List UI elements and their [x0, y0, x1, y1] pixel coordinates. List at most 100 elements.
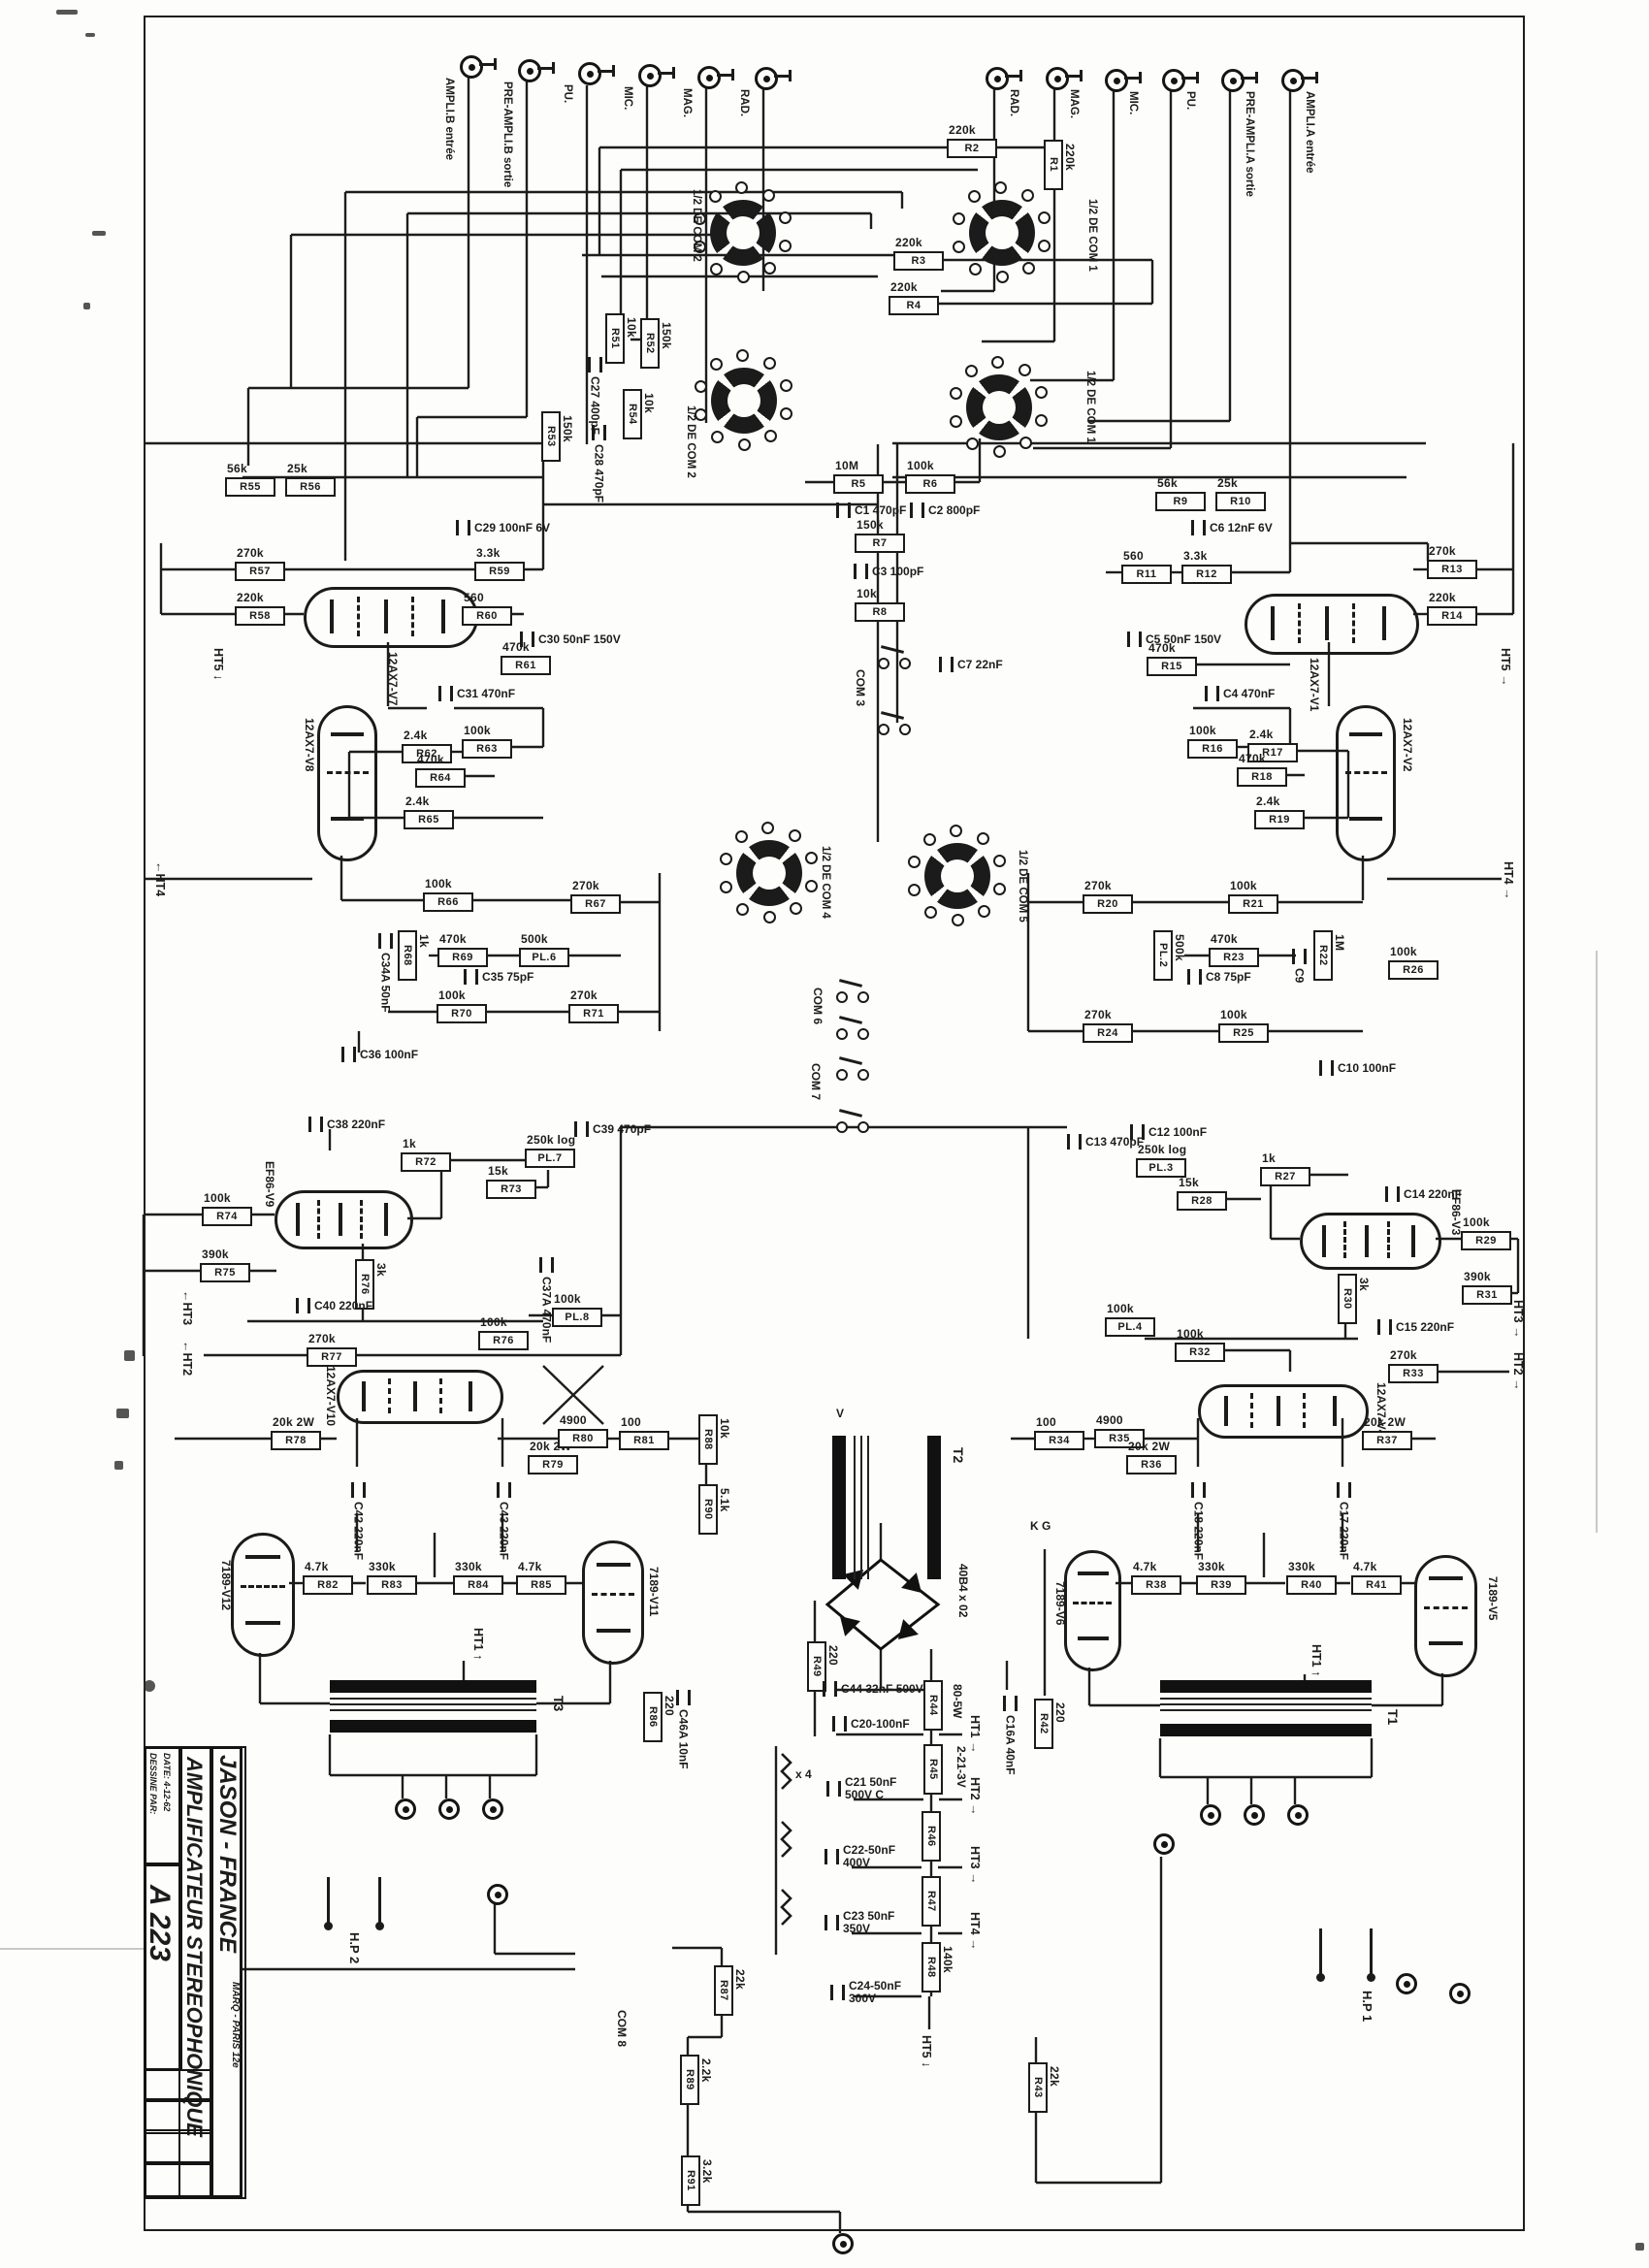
tube-7189-v12 — [231, 1533, 295, 1657]
resistor-r86-value: 220 — [663, 1696, 676, 1716]
resistor-r17-value: 2.4k — [1249, 728, 1274, 741]
resistor-r38: R38 — [1131, 1575, 1181, 1595]
pot-pl-3: PL.3 — [1136, 1158, 1186, 1178]
connector-mag--tbar2 — [731, 69, 734, 81]
connector-pu--tbar2 — [1196, 72, 1199, 83]
resistor-r67: R67 — [570, 894, 621, 914]
cap-c39: C39 470pF — [574, 1121, 651, 1137]
pot-pl-7: PL.7 — [525, 1149, 575, 1168]
cap-c29: C29 100nF 6V — [456, 520, 550, 535]
jack-terminal — [482, 1798, 503, 1820]
resistor-r24-value: 270k — [1084, 1008, 1112, 1021]
resistor-r17: R17 — [1247, 743, 1298, 762]
resistor-r68-value: 1k — [417, 934, 431, 948]
rotary-switch-1-2-de-com-5 — [901, 820, 1014, 932]
title-block-rev-row — [144, 2161, 213, 2199]
tube-12ax7-v4 — [1198, 1384, 1369, 1439]
rotary-switch-label: 1/2 DE COM 2 — [685, 405, 696, 478]
resistor-r59: R59 — [474, 562, 525, 581]
jack-terminal — [832, 2233, 854, 2254]
resistor-r56-value: 25k — [287, 462, 307, 475]
title-block-company-sub: MARQ - PARIS 12e — [230, 1982, 241, 2068]
resistor-r1-value: 220k — [1063, 144, 1077, 171]
resistor-r26: R26 — [1388, 960, 1439, 980]
scan-crease — [1596, 951, 1598, 1533]
resistor-r56: R56 — [285, 477, 336, 497]
resistor-r14: R14 — [1427, 606, 1477, 626]
resistor-r32: R32 — [1175, 1343, 1225, 1362]
cap-c34a: C34A 50nF — [378, 933, 393, 1013]
resistor-r90-value: 5.1k — [718, 1488, 731, 1512]
transformer-t1-core — [1160, 1680, 1372, 1693]
connector-rad- — [986, 67, 1009, 90]
connector-mag--tbar2 — [1080, 70, 1083, 81]
connector-pre-ampli-a-sortie-tbar — [1241, 77, 1256, 80]
resistor-r66: R66 — [423, 892, 473, 912]
resistor-r69-value: 470k — [439, 932, 467, 946]
connector-mic- — [638, 64, 662, 87]
tube-12ax7-v1 — [1245, 594, 1419, 655]
resistor-r12-value: 3.3k — [1183, 549, 1208, 563]
resistor-r36-value: 20k 2W — [1128, 1440, 1171, 1453]
tube-label-7189-v11: 7189-V11 — [647, 1567, 661, 1617]
transformer-t1-winding — [1160, 1698, 1372, 1700]
resistor-r16-value: 100k — [1189, 724, 1216, 737]
resistor-r64: R64 — [415, 768, 466, 788]
connector-mag- — [697, 66, 721, 89]
connector-mag--label: MAG. — [681, 88, 693, 118]
scan-artifact — [124, 1350, 135, 1361]
transformer-t1-core — [1160, 1724, 1372, 1736]
resistor-r71-value: 270k — [570, 988, 598, 1002]
tube-12ax7-v7 — [304, 587, 478, 648]
connector-mic--label: MIC. — [1127, 91, 1139, 115]
connector-ampli-a-entr-e — [1281, 69, 1305, 92]
connector-mag--tbar — [1065, 75, 1081, 78]
resistor-r59-value: 3.3k — [476, 546, 501, 560]
resistor-r7: R7 — [855, 534, 905, 553]
text-k-g: K G — [1030, 1519, 1051, 1533]
connector-ampli-b-entr-e-tbar — [479, 63, 495, 66]
resistor-r88: R88 — [698, 1414, 718, 1465]
title-block-company-cell — [210, 1746, 246, 2199]
resistor-r82: R82 — [303, 1575, 353, 1595]
speaker-pin-dot — [375, 1922, 384, 1930]
title-block-rev-row — [144, 2069, 213, 2102]
cap-c31: C31 470nF — [438, 686, 515, 701]
resistor-r11: R11 — [1121, 565, 1172, 584]
resistor-r19: R19 — [1254, 810, 1305, 829]
transformer-label-t2: T2 — [951, 1447, 966, 1464]
resistor-r27-value: 1k — [1262, 1151, 1276, 1165]
resistor-r21: R21 — [1228, 894, 1278, 914]
cap-c10: C10 100nF — [1319, 1060, 1396, 1076]
connector-mic--tbar2 — [672, 67, 675, 79]
connector-ampli-a-entr-e-label: AMPLI.A entrée — [1304, 91, 1315, 174]
ht-tap-ht4: ←HT4 — [153, 861, 167, 897]
connector-pu--tbar2 — [612, 65, 615, 77]
cap-c36: C36 100nF — [341, 1047, 418, 1062]
resistor-r29-value: 100k — [1463, 1215, 1490, 1229]
resistor-r27: R27 — [1260, 1167, 1310, 1186]
title-block: DESSINE PAR: DATE: 4-12-62 A 223 AMPLIFI… — [144, 1746, 246, 2199]
ht-tap-ht1: HT1 ↑ — [471, 1628, 485, 1661]
speaker-pin — [327, 1877, 330, 1928]
jack-terminal — [395, 1798, 416, 1820]
resistor-r10-value: 25k — [1217, 476, 1238, 490]
speaker-label-h-p-2: H.P 2 — [347, 1932, 362, 1964]
resistor-r39-value: 330k — [1198, 1560, 1225, 1573]
rotary-switch-1-2-de-com-4 — [713, 817, 825, 929]
resistor-r24: R24 — [1083, 1023, 1133, 1043]
resistor-r62-value: 2.4k — [404, 729, 428, 742]
transformer-t1-winding — [1160, 1709, 1372, 1711]
connector-ampli-b-entr-e-label: AMPLI.B entrée — [443, 78, 455, 160]
pot-pl-4: PL.4 — [1105, 1317, 1155, 1337]
resistor-r49-value: 220 — [826, 1645, 840, 1666]
switch-label-com-3: COM 3 — [854, 669, 867, 707]
resistor-r80-value: 4900 — [560, 1413, 587, 1427]
cap-c44: C44 32nF 500V — [823, 1681, 923, 1697]
resistor-r55: R55 — [225, 477, 275, 497]
transformer-t3-core — [330, 1720, 536, 1733]
resistor-r13: R13 — [1427, 560, 1477, 579]
scan-artifact — [92, 231, 106, 236]
ht-tap-ht1: HT1 ↑ — [1310, 1644, 1323, 1677]
